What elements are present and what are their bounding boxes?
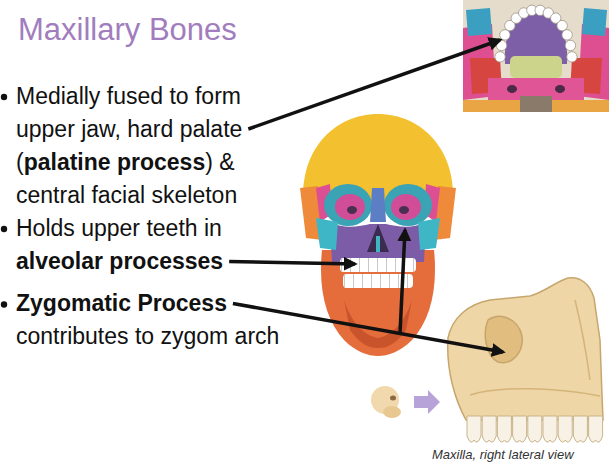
- maxilla-lateral-view: [448, 278, 603, 443]
- tooth-row: [558, 416, 572, 442]
- bullet-dots: [1, 94, 7, 308]
- bullet-item: Medially fused to form upper jaw, hard p…: [16, 80, 298, 212]
- bullet-dot: [1, 94, 7, 100]
- orientation-icon: [390, 396, 396, 401]
- tooth-row: [495, 52, 505, 62]
- maxilla-lateral-view: [575, 300, 590, 380]
- skull-inferior-view: [582, 8, 607, 36]
- orientation-icon: [371, 386, 440, 418]
- tooth-row: [528, 416, 542, 442]
- skull-anterior-view: [321, 250, 435, 356]
- maxilla-lateral-view: [448, 278, 603, 420]
- tooth-row: [467, 416, 603, 442]
- skull-anterior-view: [330, 222, 426, 262]
- key-term: alveolar processes: [16, 245, 223, 278]
- orientation-icon: [414, 390, 440, 414]
- bullet-item: Holds upper teeth in alveolar processes: [16, 212, 298, 278]
- skull-anterior-view: [367, 224, 389, 252]
- bullet-item: Zygomatic Process contributes to zygom ar…: [16, 287, 298, 353]
- leader-arrow: [229, 262, 355, 265]
- skull-inferior-view: [463, 0, 609, 112]
- skull-inferior-view: [555, 85, 565, 93]
- tooth-row: [543, 416, 557, 442]
- tooth-row: [467, 416, 481, 442]
- tooth-row: [495, 5, 577, 62]
- skull-anterior-view: [324, 184, 372, 226]
- tooth-row: [557, 20, 567, 30]
- skull-anterior-view: [399, 206, 409, 214]
- skull-inferior-view: [466, 8, 492, 36]
- tooth-row: [500, 30, 510, 40]
- orientation-icon: [383, 406, 401, 418]
- bullet-dot: [1, 301, 7, 307]
- skull-inferior-view: [510, 56, 562, 78]
- tooth-row: [565, 40, 575, 50]
- tooth-row: [513, 416, 527, 442]
- bullet-dot: [1, 226, 7, 232]
- slide-title: Maxillary Bones: [18, 12, 237, 48]
- skull-anterior-view: [376, 236, 380, 252]
- figure-caption: Maxilla, right lateral view: [432, 447, 574, 462]
- tooth-row: [482, 416, 496, 442]
- skull-anterior-view: [418, 218, 440, 250]
- maxilla-lateral-view: [485, 317, 522, 363]
- skull-anterior-view: [384, 184, 432, 226]
- skull-anterior-view: [391, 194, 421, 220]
- bullet-text: Holds upper teeth in: [16, 215, 222, 241]
- skull-inferior-view: [520, 96, 552, 112]
- skull-anterior-view: [370, 188, 386, 222]
- leader-arrow: [400, 230, 405, 334]
- key-term: palatine process: [24, 149, 206, 175]
- skull-inferior-view: [463, 0, 609, 112]
- key-term: Zygomatic Process: [16, 287, 227, 320]
- tooth-row: [497, 416, 511, 442]
- tooth-row: [562, 30, 572, 40]
- leader-arrow: [248, 40, 500, 129]
- bullet-text: contributes to zygom arch: [16, 323, 279, 349]
- tooth-row: [589, 416, 603, 442]
- leader-lines: [229, 40, 503, 352]
- skull-anterior-view: [347, 206, 357, 214]
- tooth-row: [567, 52, 577, 62]
- maxilla-lateral-view: [470, 389, 600, 396]
- skull-anterior-view: [316, 218, 338, 250]
- skull-anterior-view: [335, 194, 365, 220]
- bullet-list: Medially fused to form upper jaw, hard p…: [16, 80, 298, 353]
- skull-inferior-view: [507, 85, 517, 93]
- tooth-row: [573, 416, 587, 442]
